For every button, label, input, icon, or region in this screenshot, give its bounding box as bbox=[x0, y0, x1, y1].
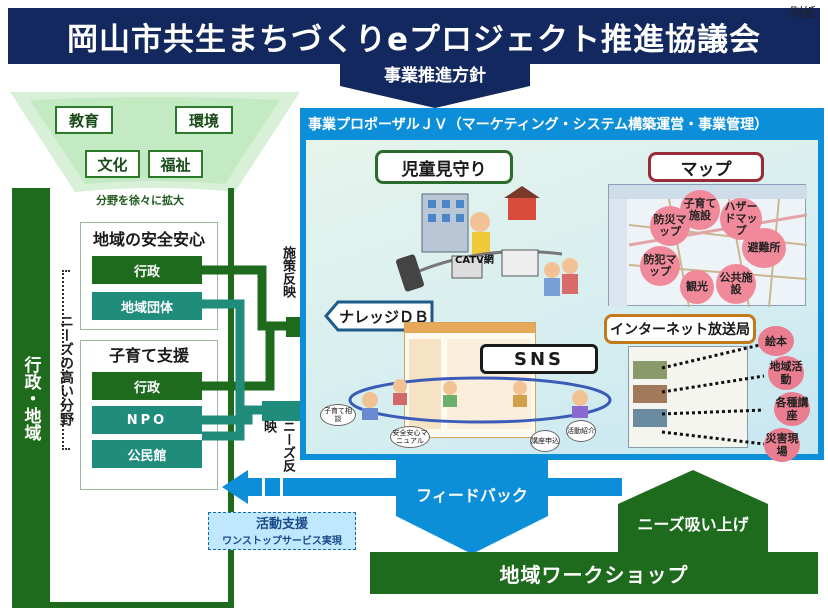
sns-network bbox=[348, 376, 612, 424]
needs-reflection-text: ニーズ反映 bbox=[261, 420, 295, 472]
support-box bbox=[208, 512, 356, 550]
safety-local-group: 地域団体 bbox=[92, 292, 202, 320]
corner-label: 別紙 bbox=[790, 6, 817, 21]
needs-vertical: ニーズの高い分野 bbox=[54, 300, 78, 440]
map-pin-public: 公共施設 bbox=[716, 264, 756, 304]
sns-bubble-childcare: 子育て相談 bbox=[320, 404, 356, 426]
needs-vertical-label: ニーズの高い分野 bbox=[58, 314, 74, 426]
policy-reflection-text: 施策反映 bbox=[280, 246, 295, 298]
sns-header-bar bbox=[405, 323, 535, 333]
broadcast-disaster: 災害現場 bbox=[764, 428, 800, 462]
admin-region-bar: 行政・地域 bbox=[12, 188, 50, 608]
field-culture: 文化 bbox=[85, 150, 140, 178]
childcare-npo: NPO bbox=[92, 406, 202, 434]
feedback-arrow bbox=[396, 458, 548, 554]
map-pin-crime: 防犯マップ bbox=[640, 246, 680, 286]
jv-title: 事業プロポーザルＪＶ（マーケティング・システム構築運営・事業管理） bbox=[308, 117, 769, 133]
policy-label: 事業推進方針 bbox=[384, 65, 486, 86]
sns-bubble-activity: 活動紹介 bbox=[566, 420, 596, 442]
expand-note: 分野を徐々に拡大 bbox=[96, 194, 184, 207]
safety-title: 地域の安全安心 bbox=[92, 230, 205, 249]
map-pin-disaster: 防災マップ bbox=[650, 206, 690, 246]
child-watch-illustration bbox=[396, 186, 578, 296]
broadcast-label: インターネット放送局 bbox=[604, 314, 756, 344]
support-line1: 活動支援 bbox=[255, 516, 308, 532]
childcare-title: 子育て支援 bbox=[108, 346, 189, 365]
knowledge-db-label: ナレッジＤＢ bbox=[338, 307, 429, 326]
map-pin-childcare: 子育て施設 bbox=[680, 190, 720, 230]
sns-bubble-course: 講座申込 bbox=[530, 430, 560, 452]
workshop-bar: 地域ワークショップ bbox=[370, 552, 818, 594]
map-pin-hazard: ハザードマップ bbox=[720, 198, 762, 240]
left-panel-edge bbox=[228, 188, 234, 608]
left-panel-bottom bbox=[12, 602, 234, 608]
support-line2: ワンストップサービス実現 bbox=[222, 535, 342, 547]
needs-bracket bbox=[62, 270, 70, 450]
feedback-label: フィードバック bbox=[416, 486, 528, 505]
map-label: マップ bbox=[648, 152, 764, 182]
map-pin-evacuation: 避難所 bbox=[742, 228, 786, 268]
map-pin-tourism: 観光 bbox=[680, 270, 714, 304]
page-title: 岡山市共生まちづくりeプロジェクト推進協議会 bbox=[66, 21, 762, 58]
broadcast-video-1 bbox=[633, 361, 667, 379]
broadcast-video-2 bbox=[633, 385, 667, 403]
broadcast-video-3 bbox=[633, 409, 667, 427]
child-watch-label: 児童見守り bbox=[375, 150, 513, 184]
workshop-label: 地域ワークショップ bbox=[499, 562, 689, 587]
sns-side bbox=[409, 339, 441, 429]
needs-up-arrow bbox=[618, 470, 768, 552]
needs-reflection-label: ニーズ反映 bbox=[260, 420, 296, 476]
needs-up-label: ニーズ吸い上げ bbox=[637, 515, 749, 534]
title-banner: 岡山市共生まちづくりeプロジェクト推進協議会 bbox=[8, 8, 820, 64]
policy-reflection-label: 施策反映 bbox=[278, 246, 300, 310]
sns-bubble-safety: 安全安心マニュアル bbox=[390, 426, 430, 448]
admin-region-label: 行政・地域 bbox=[20, 355, 41, 441]
childcare-community-hall: 公民館 bbox=[92, 440, 202, 468]
catv-label: CATV網 bbox=[455, 255, 494, 266]
field-welfare: 福祉 bbox=[148, 150, 203, 178]
broadcast-local-activity: 地域活動 bbox=[768, 356, 804, 390]
broadcast-dotted-lines bbox=[661, 342, 765, 446]
broadcast-picture-book: 絵本 bbox=[758, 326, 794, 356]
sns-label: SNS bbox=[480, 344, 598, 374]
field-environment: 環境 bbox=[175, 106, 233, 134]
field-education: 教育 bbox=[55, 106, 113, 134]
safety-admin: 行政 bbox=[92, 256, 202, 284]
policy-arrow bbox=[340, 58, 530, 108]
childcare-admin: 行政 bbox=[92, 372, 202, 400]
broadcast-courses: 各種講座 bbox=[774, 392, 810, 426]
